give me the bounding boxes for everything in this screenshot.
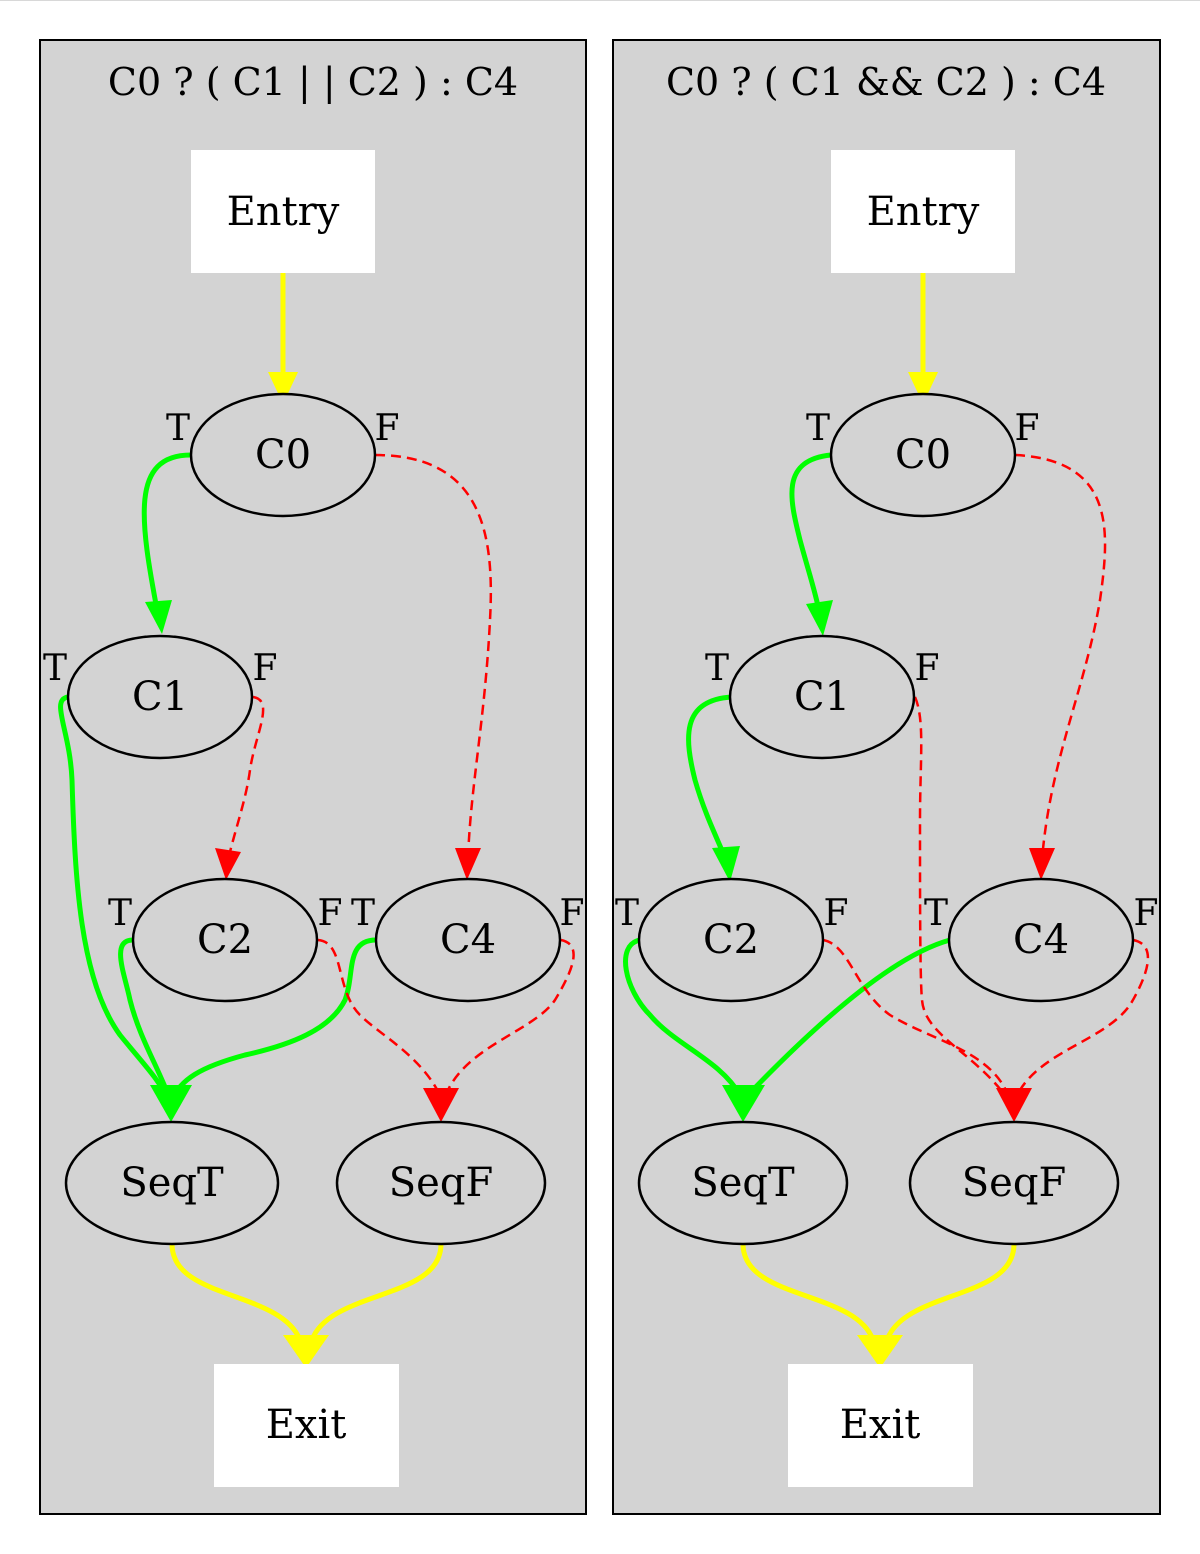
arrowhead-entry-to-c0 xyxy=(908,372,938,404)
node-c0-label: C0 xyxy=(255,432,311,478)
port-c1-false: F xyxy=(253,648,278,689)
node-seqf xyxy=(908,1120,1120,1246)
arrowhead-to-seqf xyxy=(423,1088,459,1122)
node-entry-label: Entry xyxy=(227,189,340,235)
edge-seqt-to-exit xyxy=(740,1243,876,1342)
node-c1-label: C1 xyxy=(794,674,850,720)
node-entry-label: Entry xyxy=(867,189,980,235)
arrowhead-c0-to-c1 xyxy=(806,600,833,636)
arrowhead-to-seqt xyxy=(722,1085,765,1122)
node-c2-label: C2 xyxy=(197,917,253,963)
node-c1 xyxy=(728,634,916,760)
node-c0-label: C0 xyxy=(895,432,951,478)
edge-seqt-to-exit xyxy=(169,1243,303,1342)
node-c1-label: C1 xyxy=(132,674,188,720)
cluster-and-title: C0 ? ( C1 && C2 ) : C4 xyxy=(666,60,1106,104)
node-exit xyxy=(214,1364,399,1487)
port-c0-true: T xyxy=(806,408,830,449)
port-c4-true: T xyxy=(924,893,948,934)
edge-c0-true-to-c1 xyxy=(141,452,192,616)
port-c0-false: F xyxy=(375,408,400,449)
edge-c2-true-to-seqt xyxy=(118,937,173,1101)
node-seqt xyxy=(64,1120,280,1246)
node-c4-label: C4 xyxy=(1013,917,1069,963)
node-entry xyxy=(831,150,1015,273)
cluster-or: C0 ? ( C1 | | C2 ) : C4 xyxy=(39,39,587,1515)
node-entry xyxy=(191,150,375,273)
edge-c1-true-to-c2 xyxy=(686,694,733,861)
port-c1-false: F xyxy=(915,648,940,689)
port-c2-false: F xyxy=(318,893,343,934)
port-c2-true: T xyxy=(108,893,132,934)
top-border-line xyxy=(0,0,1200,1)
edge-c0-true-to-c1 xyxy=(789,452,832,616)
port-c1-true: T xyxy=(705,648,729,689)
arrowhead-c1-to-c2 xyxy=(712,846,740,882)
cluster-and: C0 ? ( C1 && C2 ) : C4 xyxy=(612,39,1161,1515)
node-exit xyxy=(788,1364,973,1487)
node-c4 xyxy=(374,877,562,1003)
edge-c1-false-to-seqf xyxy=(913,696,1006,1096)
port-c4-false: F xyxy=(560,893,585,934)
cluster-or-background xyxy=(39,39,587,1515)
edge-c0-false-to-c4 xyxy=(1014,453,1107,861)
arrowhead-to-seqf xyxy=(996,1088,1032,1122)
node-exit-label: Exit xyxy=(840,1402,921,1448)
edge-seqf-to-exit xyxy=(309,1243,444,1342)
arrowhead-to-seqt xyxy=(150,1085,192,1122)
node-c2 xyxy=(131,877,319,1003)
arrowhead-c1-to-c2 xyxy=(215,848,241,880)
port-c4-false: F xyxy=(1134,893,1159,934)
edge-c4-true-to-seqt xyxy=(746,937,951,1097)
arrowhead-c0-to-c1 xyxy=(145,600,172,634)
port-c2-false: F xyxy=(824,893,849,934)
cluster-and-background xyxy=(612,39,1161,1515)
node-seqt-label: SeqT xyxy=(691,1160,795,1206)
edge-c1-true-to-seqt xyxy=(58,694,171,1101)
node-c0 xyxy=(189,392,377,518)
edge-c2-true-to-seqt xyxy=(623,937,743,1097)
cluster-or-edges xyxy=(58,273,575,1368)
edge-c4-false-to-seqf xyxy=(1018,938,1150,1091)
edge-c4-false-to-seqf xyxy=(446,938,575,1091)
port-c0-false: F xyxy=(1015,408,1040,449)
node-exit-label: Exit xyxy=(266,1402,347,1448)
node-c0 xyxy=(829,392,1017,518)
port-c2-true: T xyxy=(615,893,639,934)
edge-c2-false-to-seqf xyxy=(822,938,1010,1096)
cluster-and-edges xyxy=(623,273,1150,1368)
arrowhead-to-exit xyxy=(283,1335,329,1368)
node-c2 xyxy=(637,877,825,1003)
edge-c1-false-to-c2 xyxy=(226,695,265,861)
port-c4-true: T xyxy=(351,893,375,934)
arrowhead-to-exit xyxy=(857,1335,903,1368)
edge-c4-true-to-seqt xyxy=(169,937,377,1102)
node-seqf-label: SeqF xyxy=(389,1160,493,1206)
node-c1 xyxy=(66,634,254,760)
cluster-or-title: C0 ? ( C1 | | C2 ) : C4 xyxy=(108,60,518,104)
node-seqf-label: SeqF xyxy=(962,1160,1066,1206)
node-seqt xyxy=(637,1120,849,1246)
node-seqt-label: SeqT xyxy=(120,1160,224,1206)
node-seqf xyxy=(335,1120,547,1246)
arrowhead-entry-to-c0 xyxy=(268,372,298,404)
arrowhead-c0-to-c4 xyxy=(455,848,481,880)
node-c2-label: C2 xyxy=(703,917,759,963)
node-c4-label: C4 xyxy=(440,917,496,963)
edge-c2-false-to-seqf xyxy=(317,938,442,1096)
port-c1-true: T xyxy=(43,648,67,689)
edge-seqf-to-exit xyxy=(884,1243,1017,1341)
port-c0-true: T xyxy=(166,408,190,449)
arrowhead-c0-to-c4 xyxy=(1029,848,1055,880)
edge-c0-false-to-c4 xyxy=(374,453,493,861)
node-c4 xyxy=(947,877,1135,1003)
